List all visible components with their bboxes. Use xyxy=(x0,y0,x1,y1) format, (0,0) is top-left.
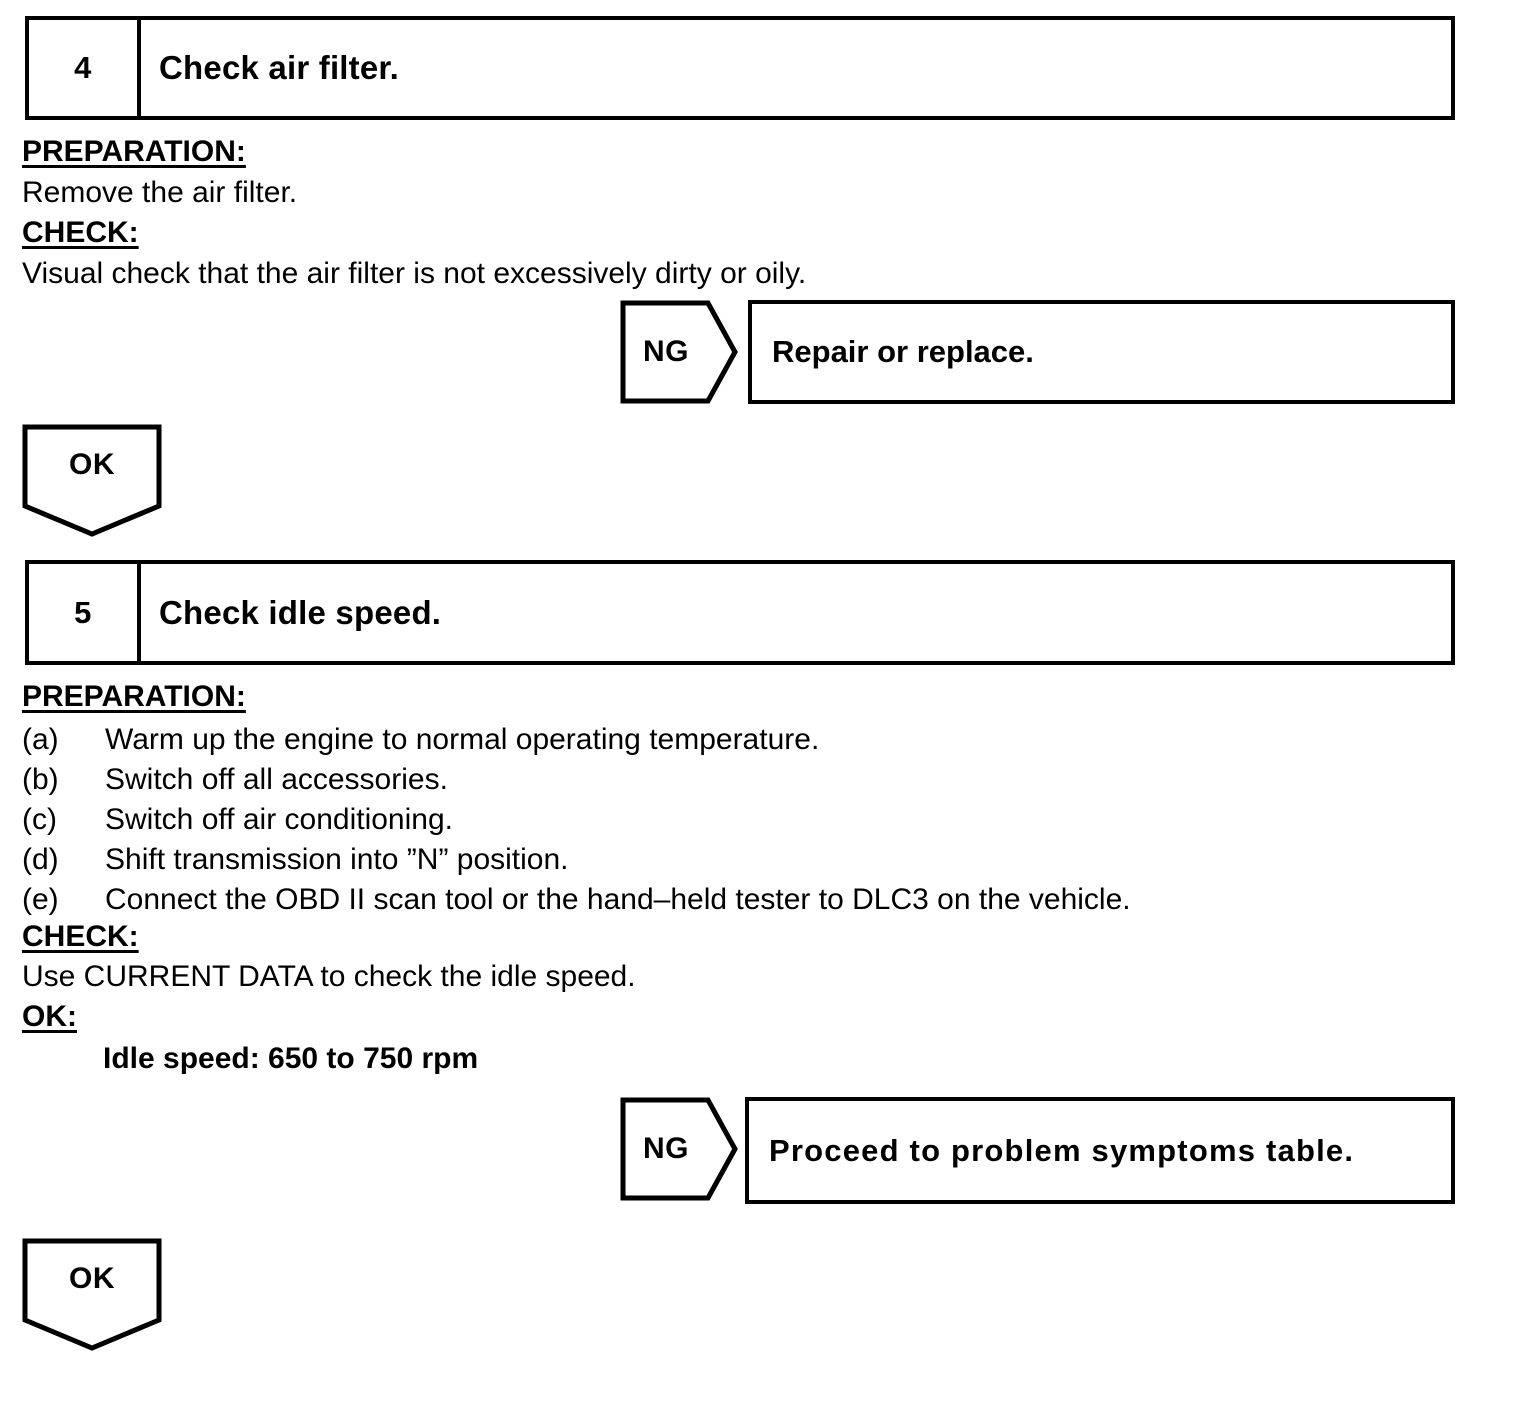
list-marker: (a) xyxy=(22,723,59,756)
ng-arrow-step5: NG xyxy=(620,1097,738,1201)
list-text: Shift transmission into ”N” position. xyxy=(105,843,569,876)
list-text: Connect the OBD II scan tool or the hand… xyxy=(105,883,1131,916)
list-marker: (c) xyxy=(22,803,57,836)
list-marker: (d) xyxy=(22,843,59,876)
step-title-5: Check idle speed. xyxy=(159,593,442,631)
list-marker: (e) xyxy=(22,883,59,916)
step-number-5: 5 xyxy=(29,564,141,661)
step5-ok-heading: OK: xyxy=(22,1000,77,1033)
ok-arrow-icon xyxy=(22,424,162,537)
step-number-4: 4 xyxy=(29,20,141,116)
step5-idle-speed-spec: Idle speed: 650 to 750 rpm xyxy=(103,1042,479,1075)
list-text: Switch off all accessories. xyxy=(105,763,448,796)
ok-arrow-icon xyxy=(22,1238,162,1351)
step5-check-heading: CHECK: xyxy=(22,920,139,953)
ok-arrow-label-step5: OK xyxy=(69,1262,115,1295)
step-title-4: Check air filter. xyxy=(159,49,400,86)
step5-check-line: Use CURRENT DATA to check the idle speed… xyxy=(22,960,636,993)
list-item: (a) Warm up the engine to normal operati… xyxy=(22,720,1422,760)
ok-arrow-step5: OK xyxy=(22,1238,162,1351)
list-item: (c) Switch off air conditioning. xyxy=(22,800,1422,840)
ok-arrow-step4: OK xyxy=(22,424,162,537)
step4-check-heading: CHECK: xyxy=(22,216,139,249)
list-text: Warm up the engine to normal operating t… xyxy=(105,723,820,756)
ok-arrow-label-step4: OK xyxy=(69,448,115,481)
ng-action-box-step4: Repair or replace. xyxy=(748,300,1455,404)
ng-action-box-step5: Proceed to problem symptoms table. xyxy=(745,1097,1455,1204)
ng-arrow-step4: NG xyxy=(620,300,738,404)
step-box-5: 5 Check idle speed. xyxy=(25,560,1455,665)
ng-arrow-label-step5: NG xyxy=(643,1132,689,1165)
step4-preparation-heading: PREPARATION: xyxy=(22,135,246,168)
step5-preparation-heading: PREPARATION: xyxy=(22,680,246,713)
list-item: (e) Connect the OBD II scan tool or the … xyxy=(22,880,1422,920)
ng-arrow-label-step4: NG xyxy=(643,335,689,368)
list-item: (b) Switch off all accessories. xyxy=(22,760,1422,800)
step5-preparation-list: (a) Warm up the engine to normal operati… xyxy=(22,720,1422,920)
step4-check-line: Visual check that the air filter is not … xyxy=(22,257,807,290)
step4-preparation-line: Remove the air filter. xyxy=(22,176,298,209)
step-box-4: 4 Check air filter. xyxy=(25,16,1455,120)
list-text: Switch off air conditioning. xyxy=(105,803,453,836)
list-marker: (b) xyxy=(22,763,59,796)
list-item: (d) Shift transmission into ”N” position… xyxy=(22,840,1422,880)
ng-arrow-icon xyxy=(620,1097,738,1201)
ng-arrow-icon xyxy=(620,300,738,404)
